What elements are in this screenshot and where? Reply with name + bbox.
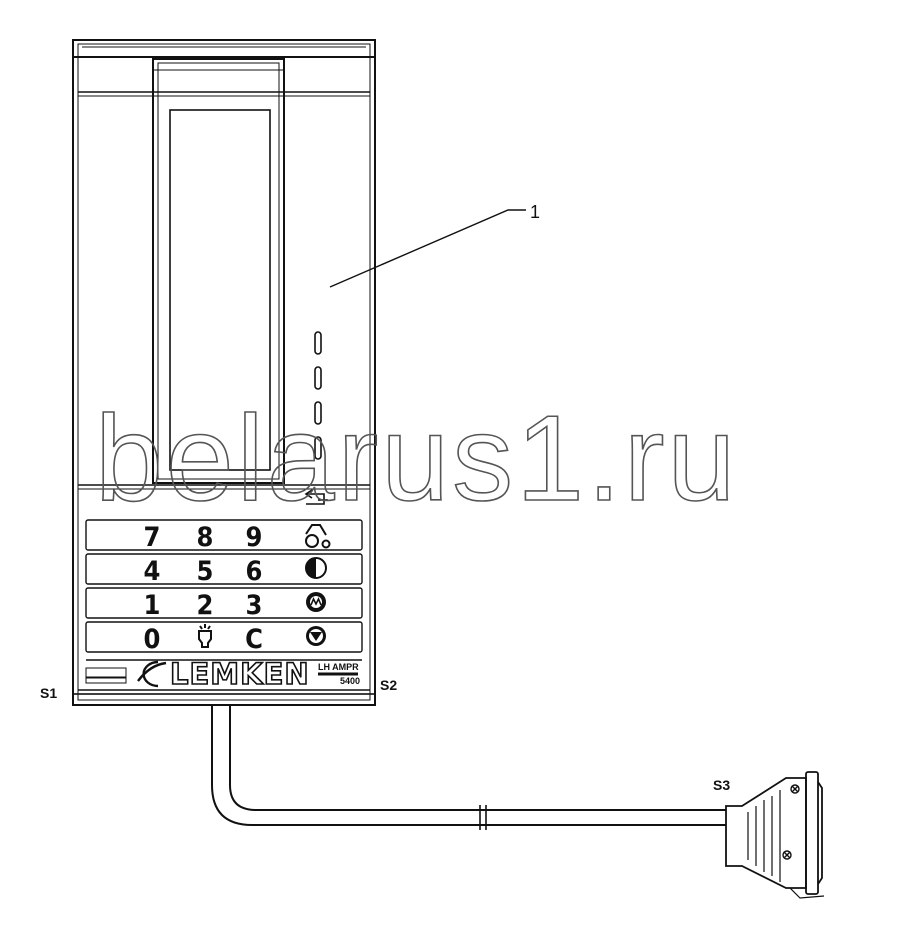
callout-s1: S1 bbox=[40, 685, 57, 701]
connector-screw-icon bbox=[782, 850, 792, 860]
terminal-housing bbox=[72, 39, 376, 706]
tractor-icon[interactable] bbox=[305, 524, 331, 549]
key-2[interactable]: 2 bbox=[197, 590, 214, 621]
led-indicator bbox=[314, 331, 322, 355]
key-5[interactable]: 5 bbox=[197, 556, 214, 587]
brand-code: 5400 bbox=[340, 676, 360, 686]
keypad-row-4[interactable] bbox=[85, 621, 363, 653]
connector-s3 bbox=[725, 771, 825, 899]
half-circle-icon[interactable] bbox=[305, 557, 327, 579]
brand-name: LEMKEN bbox=[170, 657, 310, 691]
lemken-logo-icon bbox=[137, 660, 167, 688]
brand-model: LH AMPR bbox=[318, 662, 359, 672]
return-arrow-icon bbox=[304, 489, 328, 505]
keypad-labels: 7 8 9 4 5 6 1 2 3 0 C bbox=[144, 522, 263, 655]
key-1[interactable]: 1 bbox=[144, 590, 161, 621]
motor-icon[interactable] bbox=[306, 592, 326, 612]
key-7[interactable]: 7 bbox=[144, 522, 161, 553]
bottom-cap bbox=[72, 693, 376, 706]
led-indicator bbox=[314, 436, 322, 460]
display-window bbox=[152, 58, 285, 484]
key-0[interactable]: 0 bbox=[144, 624, 161, 655]
down-triangle-icon[interactable] bbox=[306, 626, 326, 646]
keypad-row-1[interactable] bbox=[85, 519, 363, 551]
light-bulb-icon[interactable] bbox=[198, 624, 212, 648]
keypad-row-2[interactable] bbox=[85, 553, 363, 585]
key-4[interactable]: 4 bbox=[144, 556, 161, 587]
key-9[interactable]: 9 bbox=[246, 522, 263, 553]
led-indicator bbox=[314, 401, 322, 425]
key-3[interactable]: 3 bbox=[246, 590, 263, 621]
keypad bbox=[85, 519, 363, 653]
watermark: belarus1.ru bbox=[95, 390, 738, 526]
callout-1: 1 bbox=[530, 202, 540, 222]
key-c[interactable]: C bbox=[245, 624, 263, 655]
callout-s2: S2 bbox=[380, 677, 397, 693]
key-6[interactable]: 6 bbox=[246, 556, 263, 587]
keypad-row-3[interactable] bbox=[85, 587, 363, 619]
callout-s3: S3 bbox=[713, 777, 730, 793]
led-indicator bbox=[314, 366, 322, 390]
connector-screw-icon bbox=[790, 784, 800, 794]
leader-line bbox=[329, 209, 526, 288]
led-indicators bbox=[314, 331, 322, 460]
cable bbox=[211, 705, 726, 830]
key-8[interactable]: 8 bbox=[197, 522, 214, 553]
